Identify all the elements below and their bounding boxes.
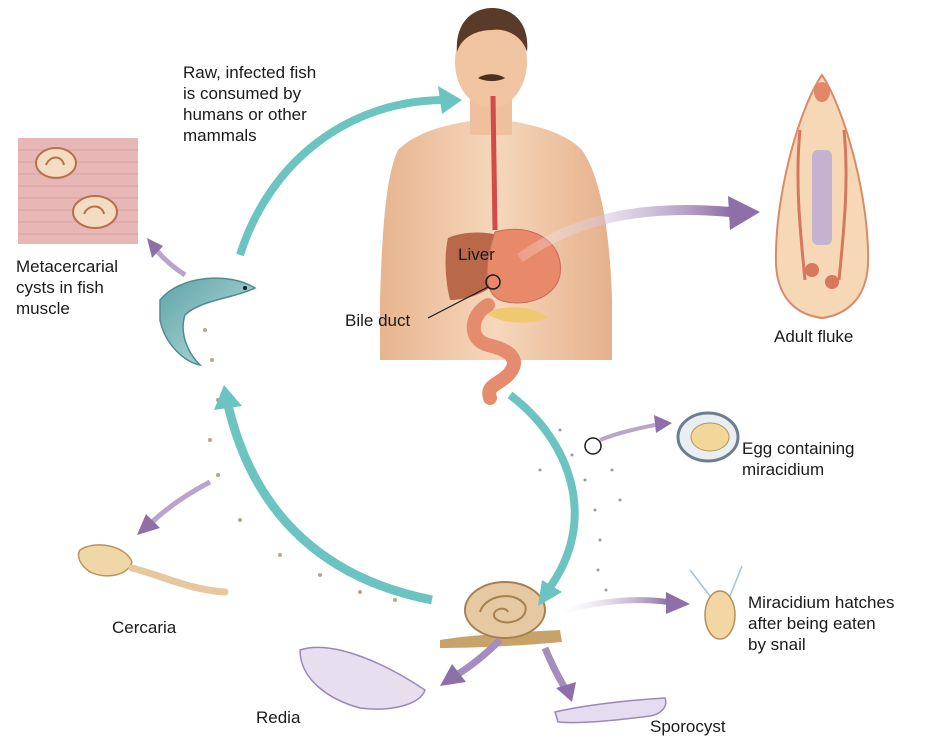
human-figure [380,8,612,398]
label-redia: Redia [256,707,300,728]
arrow-liver-to-fluke-head [728,196,760,230]
egg-illustration [678,413,738,461]
label-miracidium-hatches: Miracidium hatches after being eaten by … [748,592,894,655]
cercaria-dots-trail [203,328,397,602]
label-metacercarial-cysts: Metacercarial cysts in fish muscle [16,256,118,319]
arrow-egg-dot-to-egg [600,425,655,440]
arrow-egg-dot-to-egg-head [654,415,672,433]
arrow-snail-to-sporocyst-head [556,682,576,702]
esophagus [493,96,495,230]
arrow-snail-to-miracidium [560,600,668,612]
label-adult-fluke: Adult fluke [774,326,853,347]
label-egg-containing-miracidium: Egg containing miracidium [742,438,854,480]
egg-dots-trail [539,429,622,592]
egg-marker [585,438,601,454]
label-sporocyst: Sporocyst [650,716,726,737]
adult-fluke-illustration [776,75,868,318]
arrow-snail-to-sporocyst [545,648,565,688]
label-liver: Liver [458,244,495,265]
fish-muscle-cysts [18,138,138,244]
arrow-fish-to-cysts [155,248,185,275]
label-bile-duct: Bile duct [345,310,410,331]
arrow-snail-to-fish-head [214,385,242,410]
arrow-snail-to-miracidium-head [666,592,690,614]
arrow-snail-to-fish [228,405,432,600]
arrow-human-to-snail [510,395,575,590]
cercaria-illustration [78,545,225,592]
label-cercaria: Cercaria [112,617,176,638]
arrow-trail-to-cercaria [152,482,210,522]
redia-illustration [300,647,425,709]
miracidium-illustration [690,566,742,639]
label-raw-fish: Raw, infected fish is consumed by humans… [183,62,316,146]
arrow-fish-to-human-head [438,86,462,114]
infected-fish [160,278,255,365]
